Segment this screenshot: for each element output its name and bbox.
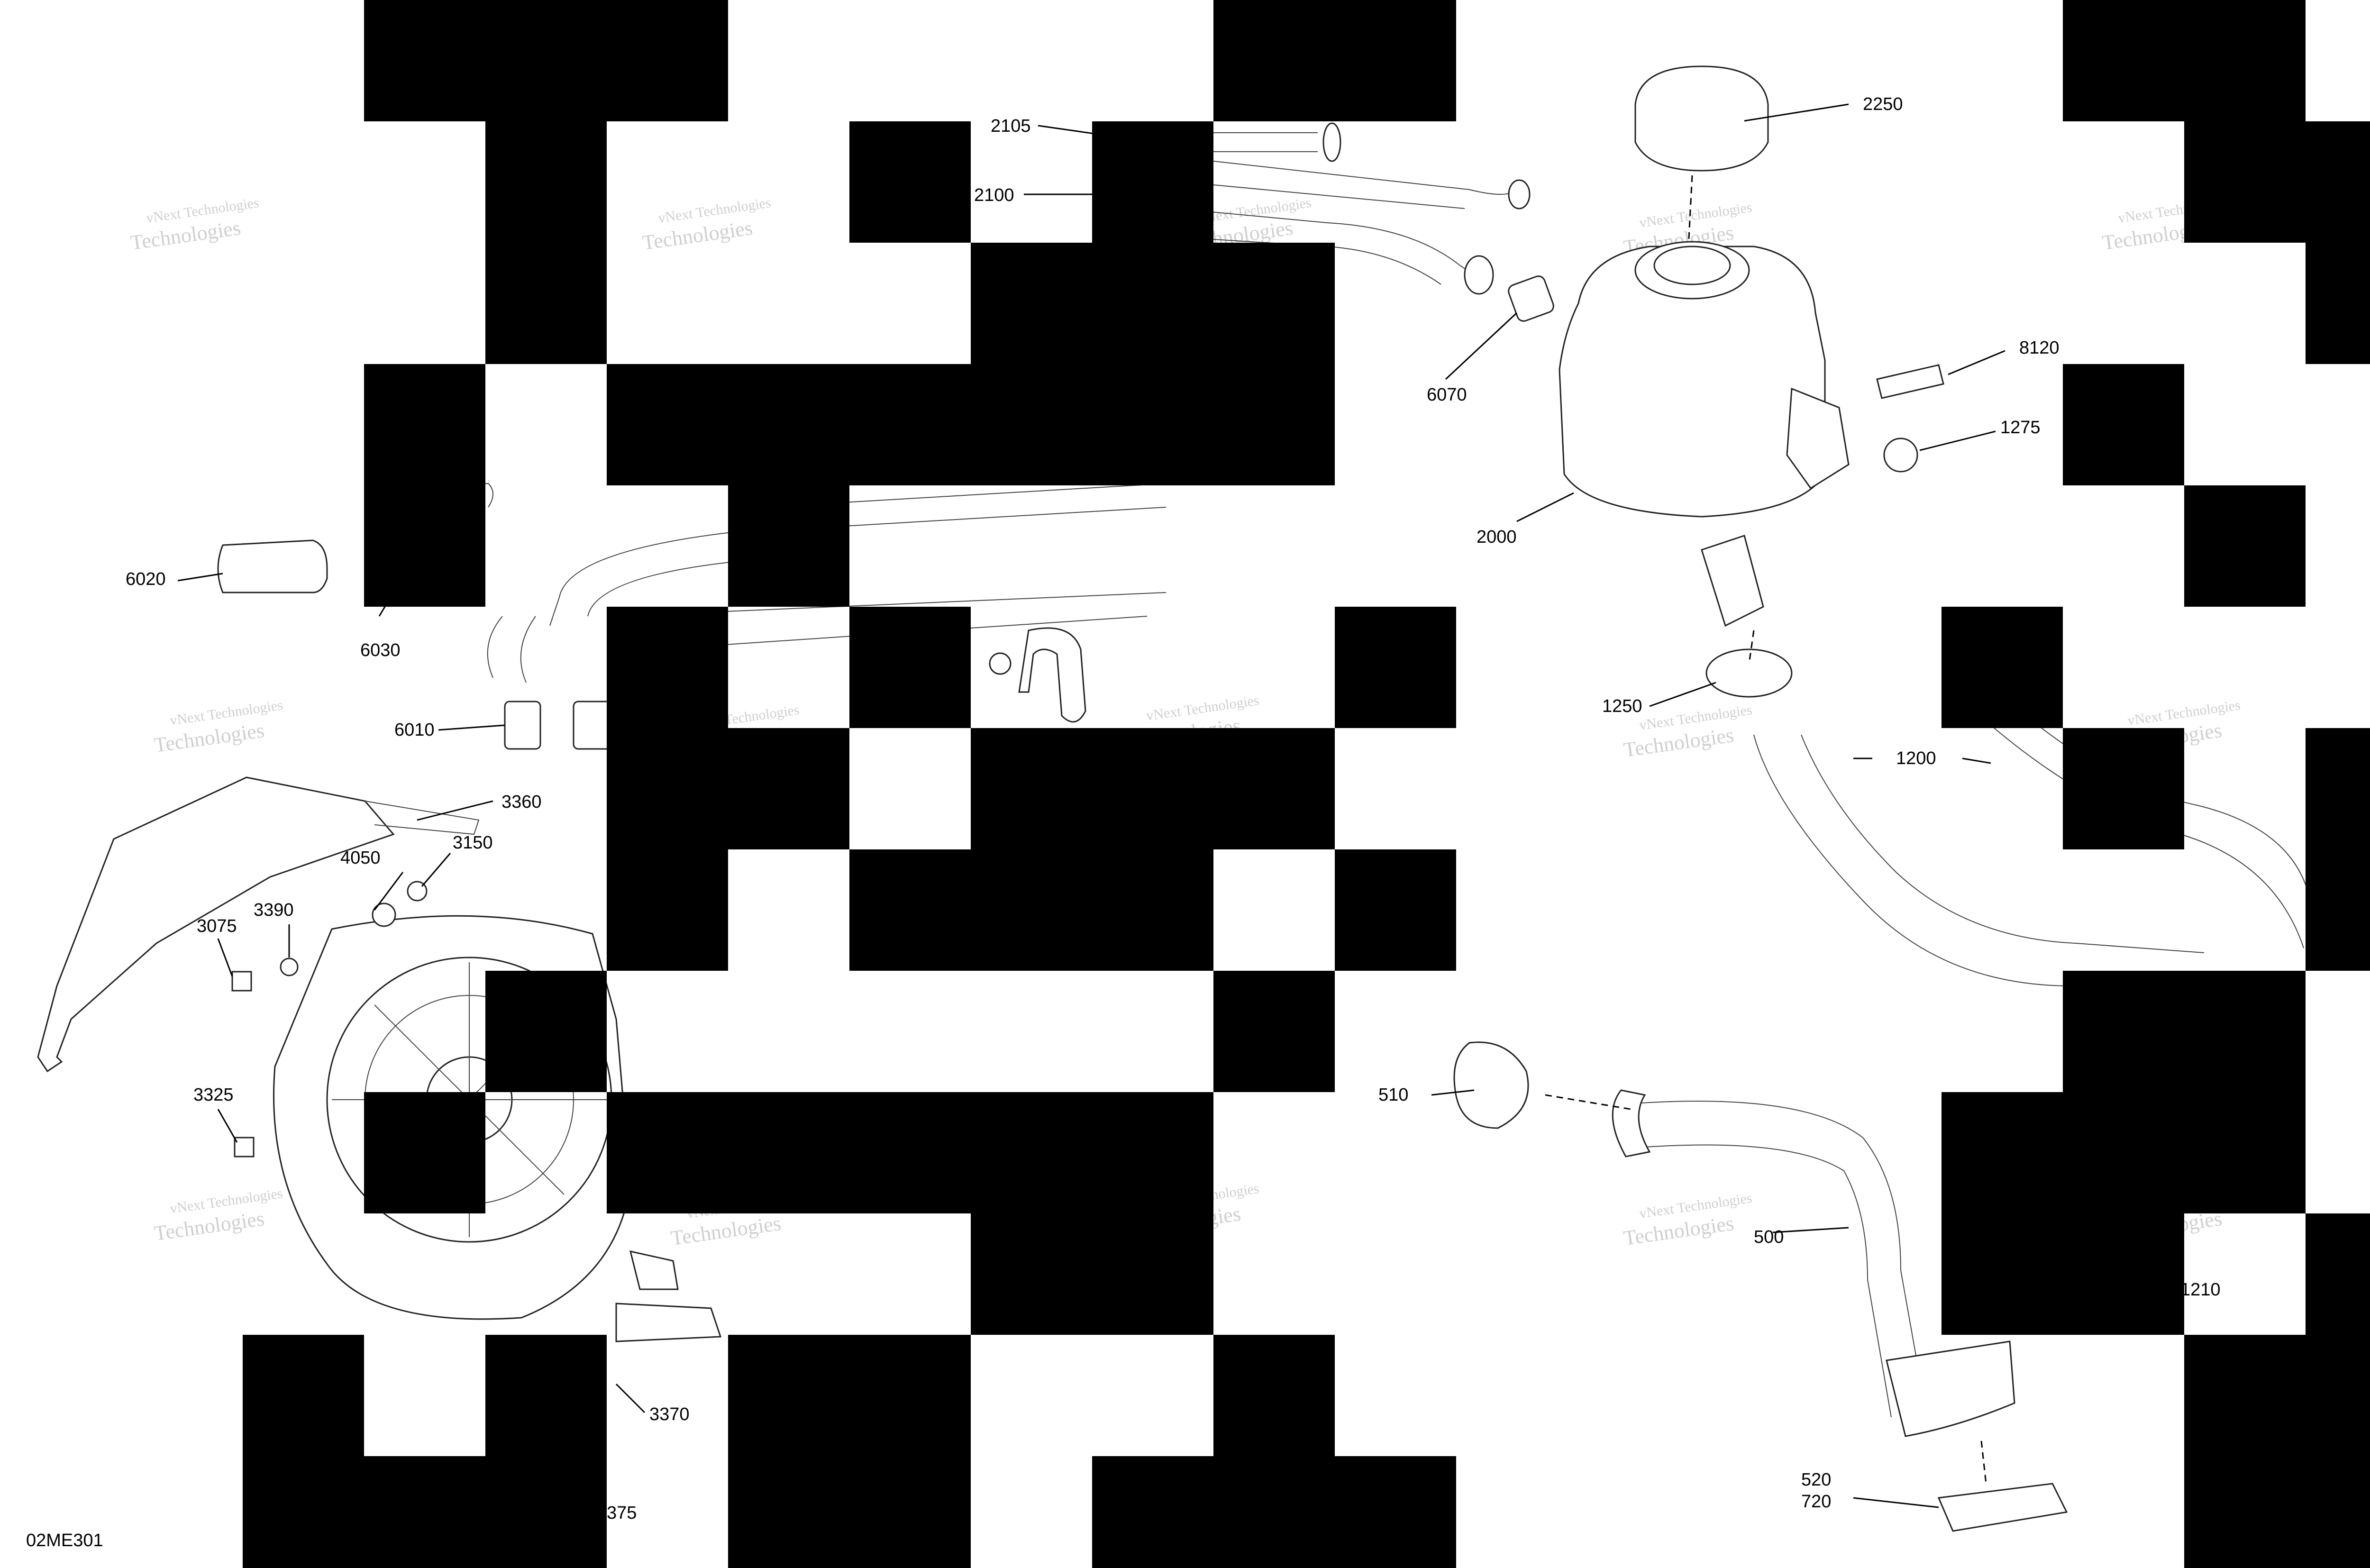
- leader-lines: [177, 103, 2171, 1508]
- callout-3325: 3325: [193, 1085, 234, 1105]
- expansion-tank: [1508, 65, 1944, 627]
- callout-6070: 6070: [1427, 385, 1467, 405]
- watermark-text: Technologies: [669, 1212, 783, 1250]
- callout-labels: 2105 2100 2250 6070 8120 1275 2000 6020 …: [126, 94, 2221, 1523]
- callout-720: 720: [1801, 1492, 1831, 1512]
- watermark-text: Technologies: [641, 216, 754, 255]
- callout-2000: 2000: [1477, 527, 1517, 547]
- callout-6010: 6010: [394, 720, 435, 740]
- callout-520: 520: [1801, 1470, 1831, 1490]
- watermark-text: Technologies: [153, 1207, 266, 1245]
- callout-1250: 1250: [1602, 696, 1642, 716]
- callout-1210: 1210: [2180, 1280, 2221, 1300]
- watermark-text: Technologies: [1622, 1212, 1735, 1250]
- callout-2100: 2100: [974, 185, 1014, 205]
- callout-4050: 4050: [340, 848, 381, 868]
- callout-375: 375: [607, 1503, 637, 1523]
- callout-6020: 6020: [126, 569, 166, 589]
- callout-8120: 8120: [2019, 338, 2060, 358]
- callout-510: 510: [1378, 1085, 1408, 1105]
- watermark-text: Technologies: [129, 216, 242, 255]
- watermark-text: Technologies: [153, 719, 266, 757]
- callout-3390: 3390: [254, 900, 294, 920]
- callout-500: 500: [1754, 1227, 1784, 1247]
- callout-3075: 3075: [197, 916, 237, 936]
- watermark-text: Technologies: [1622, 723, 1735, 762]
- callout-2250: 2250: [1863, 94, 1903, 114]
- diagram-code: 02ME301: [26, 1531, 103, 1550]
- callout-1200: 1200: [1896, 748, 1936, 768]
- callout-1275: 1275: [2000, 418, 2041, 438]
- callout-3360: 3360: [501, 792, 542, 812]
- callout-3370: 3370: [649, 1404, 690, 1424]
- callout-2105: 2105: [991, 116, 1031, 136]
- redaction-blocks: [243, 0, 2370, 1568]
- callout-3150: 3150: [453, 833, 493, 853]
- callout-6030: 6030: [360, 640, 401, 660]
